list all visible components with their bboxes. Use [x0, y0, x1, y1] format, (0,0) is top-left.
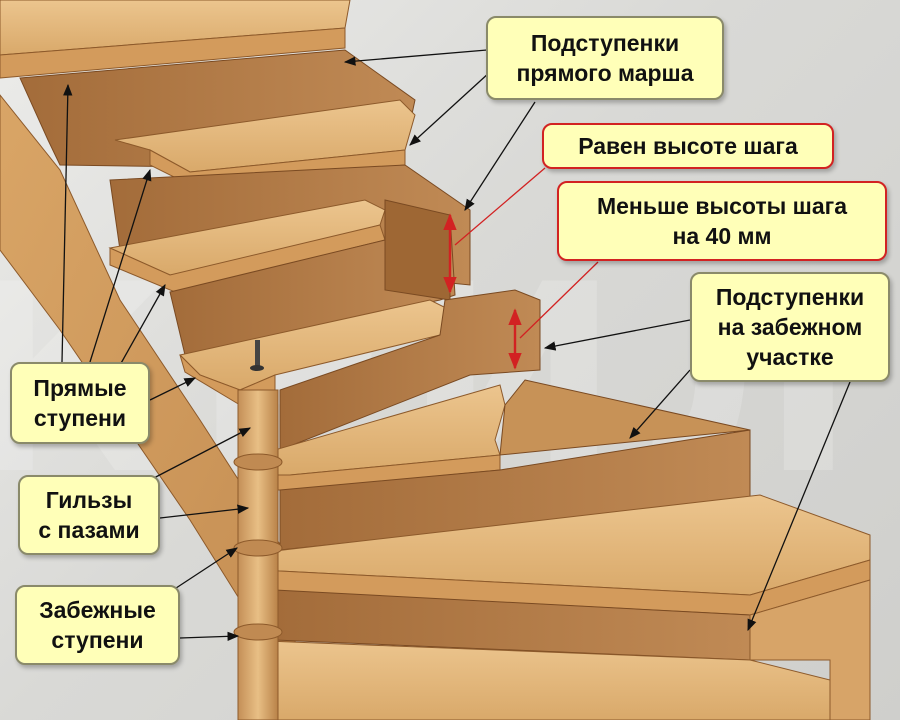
- arrow-sleeves-1: [149, 427, 252, 481]
- arrow-winder-steps-1: [169, 547, 238, 593]
- callout-risers-winder-line2: на забежном: [717, 314, 863, 340]
- tread-straight-1-nose: [0, 27, 346, 79]
- sleeve-2: [233, 539, 283, 557]
- arrow-straight-steps-4: [149, 377, 197, 401]
- riser-winder-3-back: [499, 379, 751, 456]
- riser-winder-2: [279, 289, 541, 451]
- arrow-risers-straight-3: [464, 101, 536, 211]
- callout-sleeves: Гильзы с пазами: [18, 475, 160, 555]
- callout-equal-height: Равен высоте шага: [542, 123, 834, 169]
- arrow-straight-steps-2: [89, 168, 152, 363]
- callout-risers-winder-line3: участке: [746, 344, 834, 370]
- arrow-risers-straight-2: [409, 71, 491, 146]
- riser-winder-3: [279, 429, 751, 551]
- callout-sleeves-line2: с пазами: [38, 517, 140, 543]
- callout-less-height-line2: на 40 мм: [672, 223, 772, 249]
- stringer: [0, 94, 301, 720]
- callout-equal-height-line1: Равен высоте шага: [578, 133, 798, 159]
- arrow-risers-straight-1: [343, 49, 488, 66]
- arrow-sleeves-2: [159, 504, 250, 519]
- callout-less-height-line1: Меньше высоты шага: [596, 193, 847, 219]
- callout-straight-steps-line1: Прямые: [33, 375, 127, 401]
- red-leader-less: [519, 261, 599, 339]
- sleeve-1: [233, 453, 283, 471]
- callout-straight-steps: Прямые ступени: [10, 362, 150, 444]
- callout-winder-steps-line1: Забежные: [39, 597, 156, 623]
- bolt: [255, 340, 260, 366]
- riser-winder-1-side: [384, 199, 451, 301]
- arrow-risers-winder-2: [629, 369, 691, 439]
- arrow-straight-steps-3: [119, 283, 166, 366]
- callout-winder-steps-line2: ступени: [51, 627, 144, 653]
- callout-less-height: Меньше высоты шага на 40 мм: [557, 181, 887, 261]
- callout-risers-straight: Подступенки прямого марша: [486, 16, 724, 100]
- callout-risers-straight-line1: Подступенки: [530, 30, 680, 56]
- bolt-head: [250, 365, 264, 371]
- callout-risers-straight-line2: прямого марша: [516, 60, 694, 86]
- red-leader-equal: [454, 167, 546, 246]
- arrow-winder-steps-2: [179, 631, 240, 642]
- arrow-straight-steps-1: [61, 83, 73, 363]
- callout-straight-steps-line2: ступени: [33, 405, 127, 431]
- arrow-risers-winder-3: [747, 381, 851, 632]
- sleeve-3: [233, 623, 283, 641]
- callout-risers-winder-line1: Подступенки: [715, 284, 865, 310]
- callout-risers-winder: Подступенки на забежном участке: [690, 272, 890, 382]
- arrow-risers-winder-1: [543, 319, 691, 351]
- leader-arrows: [61, 49, 851, 642]
- callout-winder-steps: Забежные ступени: [15, 585, 180, 665]
- callout-sleeves-line1: Гильзы: [45, 487, 133, 513]
- height-markers: [443, 167, 599, 370]
